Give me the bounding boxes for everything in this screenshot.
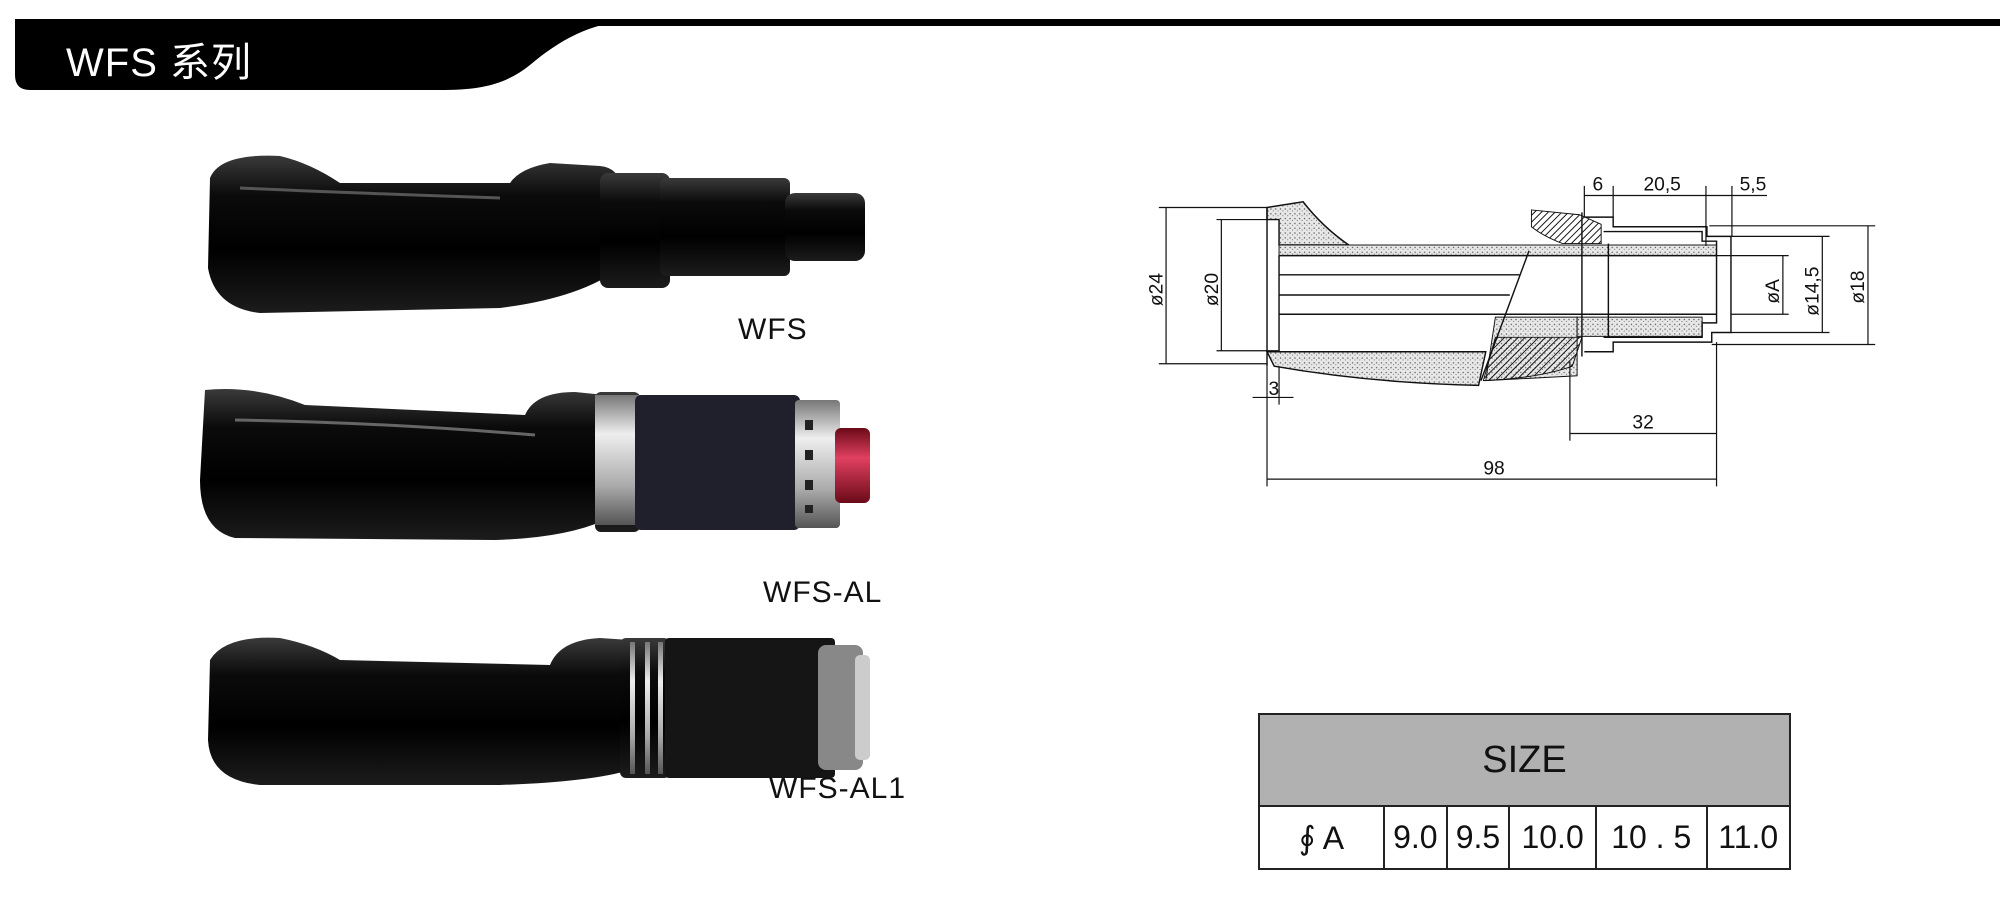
- page-title: WFS 系列: [66, 41, 252, 85]
- dim-dA: øA: [1763, 279, 1784, 304]
- product-label-wfs-al1: WFS-AL1: [769, 772, 907, 805]
- dim-5-5: 5,5: [1740, 175, 1767, 196]
- product-label-wfs-al: WFS-AL: [763, 576, 883, 609]
- size-cell: 9.5: [1445, 805, 1511, 870]
- size-cell: 10 . 5: [1594, 805, 1708, 870]
- dim-d20: ø20: [1202, 273, 1223, 306]
- size-table-title: SIZE: [1258, 713, 1791, 807]
- product-image-wfs-al1: [208, 637, 870, 785]
- size-cell: 11.0: [1705, 805, 1792, 870]
- dim-3: 3: [1268, 379, 1279, 400]
- dim-6: 6: [1593, 175, 1604, 196]
- size-table: SIZE ∮ A 9.0 9.5 10.0 10 . 5 11.0: [1258, 713, 1792, 870]
- dim-98: 98: [1483, 458, 1504, 479]
- product-image-wfs: [208, 155, 865, 313]
- size-cell: 10.0: [1508, 805, 1597, 870]
- size-cell: 9.0: [1383, 805, 1448, 870]
- product-image-wfs-al: [200, 389, 870, 540]
- table-row: ∮ A 9.0 9.5 10.0 10 . 5 11.0: [1258, 805, 1792, 870]
- dim-20-5: 20,5: [1643, 175, 1680, 196]
- dim-d24: ø24: [1147, 273, 1168, 306]
- product-label-wfs: WFS: [738, 313, 808, 346]
- dim-32: 32: [1632, 413, 1653, 434]
- header-rule: [15, 19, 2000, 26]
- dim-d18: ø18: [1848, 271, 1869, 304]
- row-label: ∮ A: [1258, 805, 1385, 870]
- technical-drawing: ø24 ø20 3 6 20,5 5,5 øA ø14,5 ø18 32 98: [1147, 175, 1876, 487]
- header-tab: [15, 19, 640, 90]
- dim-d14-5: ø14,5: [1802, 267, 1823, 316]
